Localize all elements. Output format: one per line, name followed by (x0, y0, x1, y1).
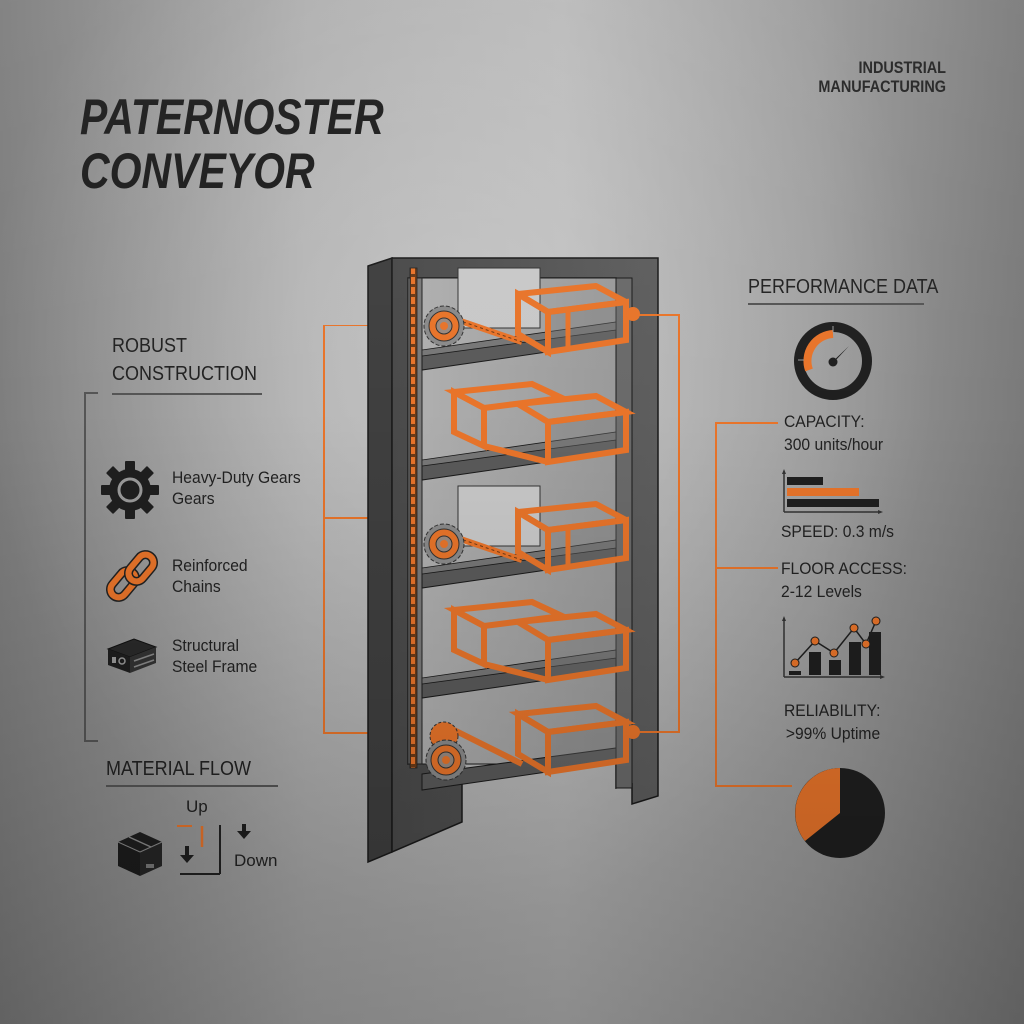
metric-label: SPEED: 0.3 m/s (781, 522, 895, 541)
flow-down-label: Down (234, 851, 278, 870)
category-line-1: INDUSTRIAL (858, 58, 946, 77)
robust-divider (112, 393, 262, 395)
metric-label: FLOOR ACCESS: (781, 559, 908, 578)
callout-dot (626, 725, 640, 739)
gear-icon (100, 460, 160, 520)
metric-value: 300 units/hour (784, 435, 884, 454)
robust-title-line-2: CONSTRUCTION (112, 363, 257, 385)
pie-chart-icon (794, 767, 886, 859)
box-icon (116, 828, 164, 878)
paternoster-tower-diagram (362, 256, 662, 876)
title-line-1: PATERNOSTER (80, 89, 384, 145)
page-title: PATERNOSTER CONVEYOR (80, 90, 384, 198)
metric-capacity: CAPACITY: 300 units/hour (784, 410, 892, 456)
performance-data-title: PERFORMANCE DATA (748, 276, 939, 298)
robust-title-line-1: ROBUST (112, 335, 188, 357)
feature-label-line-1: Reinforced (172, 556, 248, 575)
chain-link-icon (104, 550, 160, 606)
right-callout-connector (632, 312, 802, 792)
line-bar-chart-icon (780, 615, 890, 681)
feature-label-line-1: Structural (172, 636, 239, 655)
feature-label-line-2: Gears (172, 489, 215, 508)
flow-diagram (176, 822, 226, 878)
left-bracket (84, 392, 98, 742)
metric-label: CAPACITY: (784, 412, 865, 431)
robust-construction-section: ROBUST CONSTRUCTION (112, 332, 273, 388)
material-flow-divider (106, 785, 278, 787)
metric-floor-access: FLOOR ACCESS: 2-12 Levels (781, 557, 918, 603)
feature-label-line-2: Chains (172, 577, 221, 596)
steel-beam-icon (104, 635, 160, 679)
title-line-2: CONVEYOR (80, 143, 315, 199)
arrow-down-icon (180, 846, 194, 863)
flow-up-label: Up (186, 797, 208, 816)
metric-value: >99% Uptime (785, 724, 881, 743)
category-line-2: MANUFACTURING (818, 77, 946, 96)
category-label: INDUSTRIAL MANUFACTURING (805, 58, 946, 96)
metric-reliability: RELIABILITY: >99% Uptime (784, 699, 889, 745)
arrow-down-icon (237, 824, 251, 840)
metric-speed: SPEED: 0.3 m/s (781, 520, 904, 543)
metric-value: 2-12 Levels (781, 582, 862, 601)
feature-label-line-2: Steel Frame (172, 657, 258, 676)
performance-divider (748, 303, 924, 305)
material-flow-title: MATERIAL FLOW (106, 758, 252, 780)
gauge-icon (792, 320, 874, 402)
metric-label: RELIABILITY: (784, 701, 881, 720)
feature-label-line-1: Heavy-Duty Gears (172, 468, 301, 487)
bar-chart-icon (780, 468, 890, 518)
callout-dot (626, 307, 640, 321)
